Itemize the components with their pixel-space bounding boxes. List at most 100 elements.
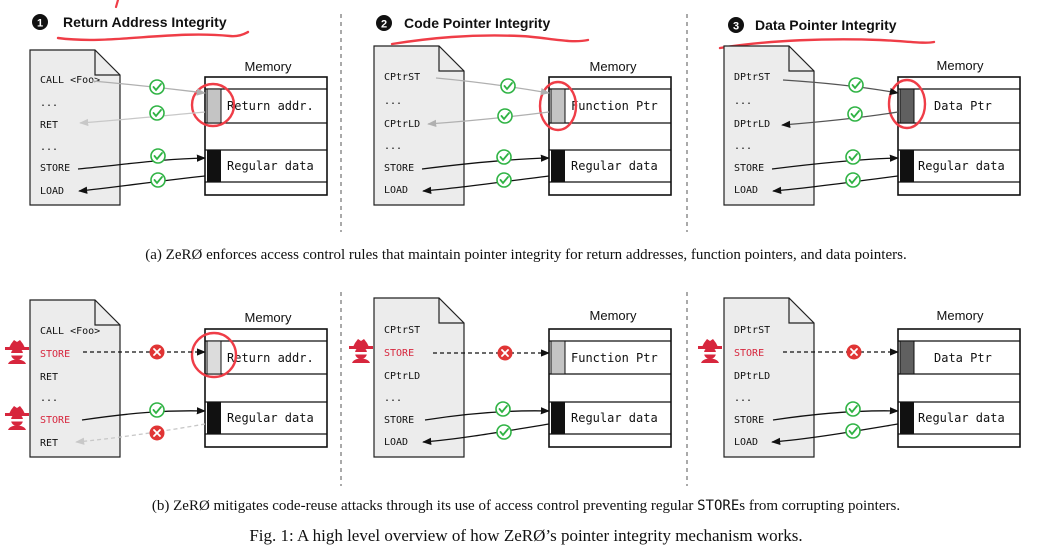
instruction-line: ... xyxy=(40,98,58,109)
instruction-line-malicious: STORE xyxy=(40,349,70,360)
memory-block: Return addr. Regular data xyxy=(204,328,328,448)
title-highlight-scribble xyxy=(390,34,590,46)
instruction-line: DPtrLD xyxy=(734,119,770,130)
instruction-line: LOAD xyxy=(384,437,408,448)
check-icon xyxy=(845,401,861,417)
check-icon xyxy=(500,78,516,94)
panel-code-pointer-integrity: 2 Code Pointer Integrity CPtrST ... CPtr… xyxy=(373,15,672,206)
protected-slot-marker xyxy=(899,88,915,124)
memory-block: Data Ptr Regular data xyxy=(897,76,1021,196)
panel-code-pointer-attack: CPtrST STORE CPtrLD ... STORE LOAD Memor… xyxy=(349,297,672,458)
instruction-line: ... xyxy=(734,141,752,152)
memory-label: Memory xyxy=(937,58,984,73)
title-highlight-scribble xyxy=(56,30,250,42)
memory-cell-label: Regular data xyxy=(227,411,314,425)
instruction-line-malicious: STORE xyxy=(40,415,70,426)
memory-block: Function Ptr Regular data xyxy=(548,76,672,196)
instruction-line: LOAD xyxy=(734,185,758,196)
instruction-line: CPtrST xyxy=(384,325,420,336)
instruction-line: RET xyxy=(40,120,58,131)
attacker-icon xyxy=(349,339,373,363)
memory-cell-label: Data Ptr xyxy=(934,99,992,113)
memory-label: Memory xyxy=(245,310,292,325)
panel-title: Code Pointer Integrity xyxy=(404,15,550,31)
instruction-line: LOAD xyxy=(384,185,408,196)
instruction-line: CPtrLD xyxy=(384,119,420,130)
instruction-line: STORE xyxy=(384,415,414,426)
memory-cell-label: Function Ptr xyxy=(571,351,658,365)
check-icon xyxy=(150,172,166,188)
memory-label: Memory xyxy=(937,308,984,323)
check-icon xyxy=(495,401,511,417)
memory-cell-label: Function Ptr xyxy=(571,99,658,113)
panel-title: Return Address Integrity xyxy=(63,14,227,30)
cross-icon xyxy=(149,344,165,360)
regular-slot-marker xyxy=(207,402,221,434)
instruction-line: ... xyxy=(40,142,58,153)
check-icon xyxy=(496,424,512,440)
check-icon xyxy=(496,149,512,165)
regular-slot-marker xyxy=(207,150,221,182)
panel-number-badge: 1 xyxy=(32,14,48,30)
instruction-document xyxy=(29,49,121,206)
memory-cell-label: Return addr. xyxy=(227,351,314,365)
check-icon xyxy=(150,148,166,164)
check-icon xyxy=(149,79,165,95)
check-icon xyxy=(848,77,864,93)
panel-data-pointer-attack: DPtrST STORE DPtrLD ... STORE LOAD Memor… xyxy=(698,297,1021,458)
instruction-line: STORE xyxy=(734,163,764,174)
title-highlight-scribble xyxy=(718,38,936,50)
cross-icon xyxy=(497,345,513,361)
instruction-line: LOAD xyxy=(40,186,64,197)
instruction-line: ... xyxy=(40,393,58,404)
protected-slot-marker xyxy=(206,340,222,375)
memory-cell-label: Regular data xyxy=(571,159,658,173)
check-icon xyxy=(496,172,512,188)
protected-slot-marker xyxy=(899,340,915,375)
regular-slot-marker xyxy=(900,150,914,182)
instruction-line: ... xyxy=(384,393,402,404)
regular-slot-marker xyxy=(551,402,565,434)
instruction-line: DPtrLD xyxy=(734,371,770,382)
svg-text:3: 3 xyxy=(733,21,739,33)
instruction-line: DPtrST xyxy=(734,325,770,336)
regular-slot-marker xyxy=(900,402,914,434)
instruction-line: ... xyxy=(384,141,402,152)
panel-number-badge: 3 xyxy=(728,17,744,33)
memory-block: Return addr. Regular data xyxy=(204,76,328,196)
protected-slot-marker xyxy=(206,88,222,124)
cross-icon xyxy=(149,425,165,441)
title-scribble-mark xyxy=(114,0,120,9)
subcaption-b: (b) ZeRØ mitigates code-reuse attacks th… xyxy=(152,498,900,514)
instruction-line: CPtrLD xyxy=(384,371,420,382)
check-icon xyxy=(149,402,165,418)
panel-number-badge: 2 xyxy=(376,15,392,31)
attacker-icon xyxy=(5,340,29,364)
check-icon xyxy=(149,105,165,121)
memory-block: Function Ptr Regular data xyxy=(548,328,672,448)
memory-cell-label: Regular data xyxy=(918,411,1005,425)
attacker-icon xyxy=(698,339,722,363)
instruction-line: DPtrST xyxy=(734,72,770,83)
instruction-line: ... xyxy=(734,96,752,107)
instruction-line: RET xyxy=(40,438,58,449)
pointer-highlight-circle xyxy=(190,82,236,128)
instruction-line: ... xyxy=(384,96,402,107)
protected-slot-marker xyxy=(550,340,566,375)
memory-label: Memory xyxy=(590,59,637,74)
subcaption-a: (a) ZeRØ enforces access control rules t… xyxy=(145,247,906,263)
check-icon xyxy=(847,106,863,122)
pointer-highlight-circle xyxy=(538,80,578,132)
memory-cell-label: Regular data xyxy=(227,159,314,173)
memory-cell-label: Return addr. xyxy=(227,99,314,113)
svg-text:1: 1 xyxy=(37,18,43,30)
memory-cell-label: Regular data xyxy=(571,411,658,425)
check-icon xyxy=(845,149,861,165)
panel-data-pointer-integrity: 3 Data Pointer Integrity DPtrST ... DPtr… xyxy=(718,17,1021,206)
figure-caption: Fig. 1: A high level overview of how ZeR… xyxy=(249,526,802,545)
memory-cell-label: Data Ptr xyxy=(934,351,992,365)
memory-cell-label: Regular data xyxy=(918,159,1005,173)
instruction-line: CALL <Foo> xyxy=(40,75,100,86)
instruction-line: STORE xyxy=(734,415,764,426)
